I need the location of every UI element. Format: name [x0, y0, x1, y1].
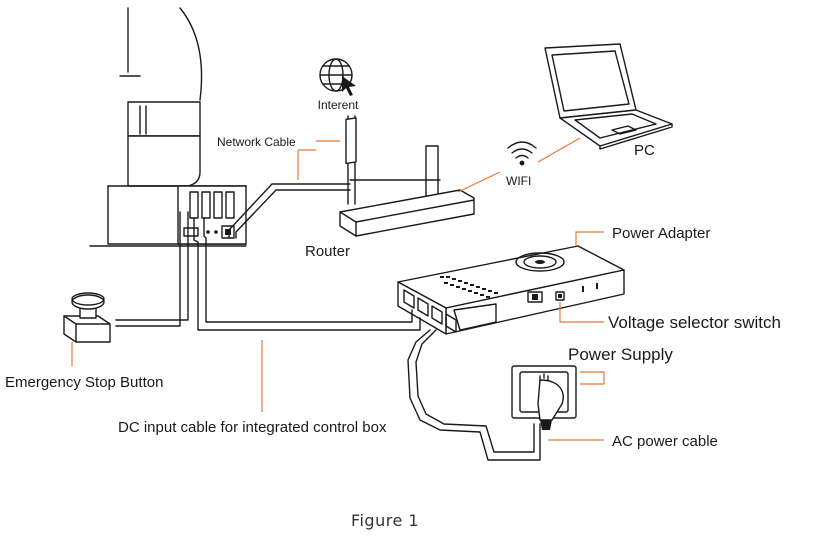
router-label: Router	[305, 243, 350, 260]
leader-lines	[71, 137, 605, 441]
ac-power-cable-label: AC power cable	[612, 433, 718, 450]
internet-label: Interent	[318, 98, 359, 112]
wifi-label: WIFI	[506, 174, 531, 188]
power-supply-label: Power Supply	[568, 345, 673, 364]
voltage-selector-label: Voltage selector switch	[608, 313, 781, 332]
network-cable	[228, 183, 351, 239]
ac-cable	[407, 329, 541, 461]
router-icon	[339, 117, 475, 237]
network-cable-label: Network Cable	[217, 135, 296, 149]
pc-label: PC	[634, 142, 655, 159]
robot-base-icon	[89, 7, 247, 247]
power-adapter-label: Power Adapter	[612, 225, 710, 242]
cursor-icon	[342, 76, 356, 96]
power-adapter-icon	[397, 245, 625, 335]
figure-caption: Figure 1	[351, 511, 419, 530]
plug-icon	[537, 379, 564, 430]
estop-icon	[63, 292, 111, 343]
globe-icon	[319, 58, 353, 92]
laptop-icon	[544, 43, 673, 150]
dc-input-cable-label: DC input cable for integrated control bo…	[118, 419, 387, 436]
wifi-icon	[507, 141, 537, 166]
emergency-stop-label: Emergency Stop Button	[5, 374, 163, 391]
dc-input-cable	[115, 211, 421, 331]
